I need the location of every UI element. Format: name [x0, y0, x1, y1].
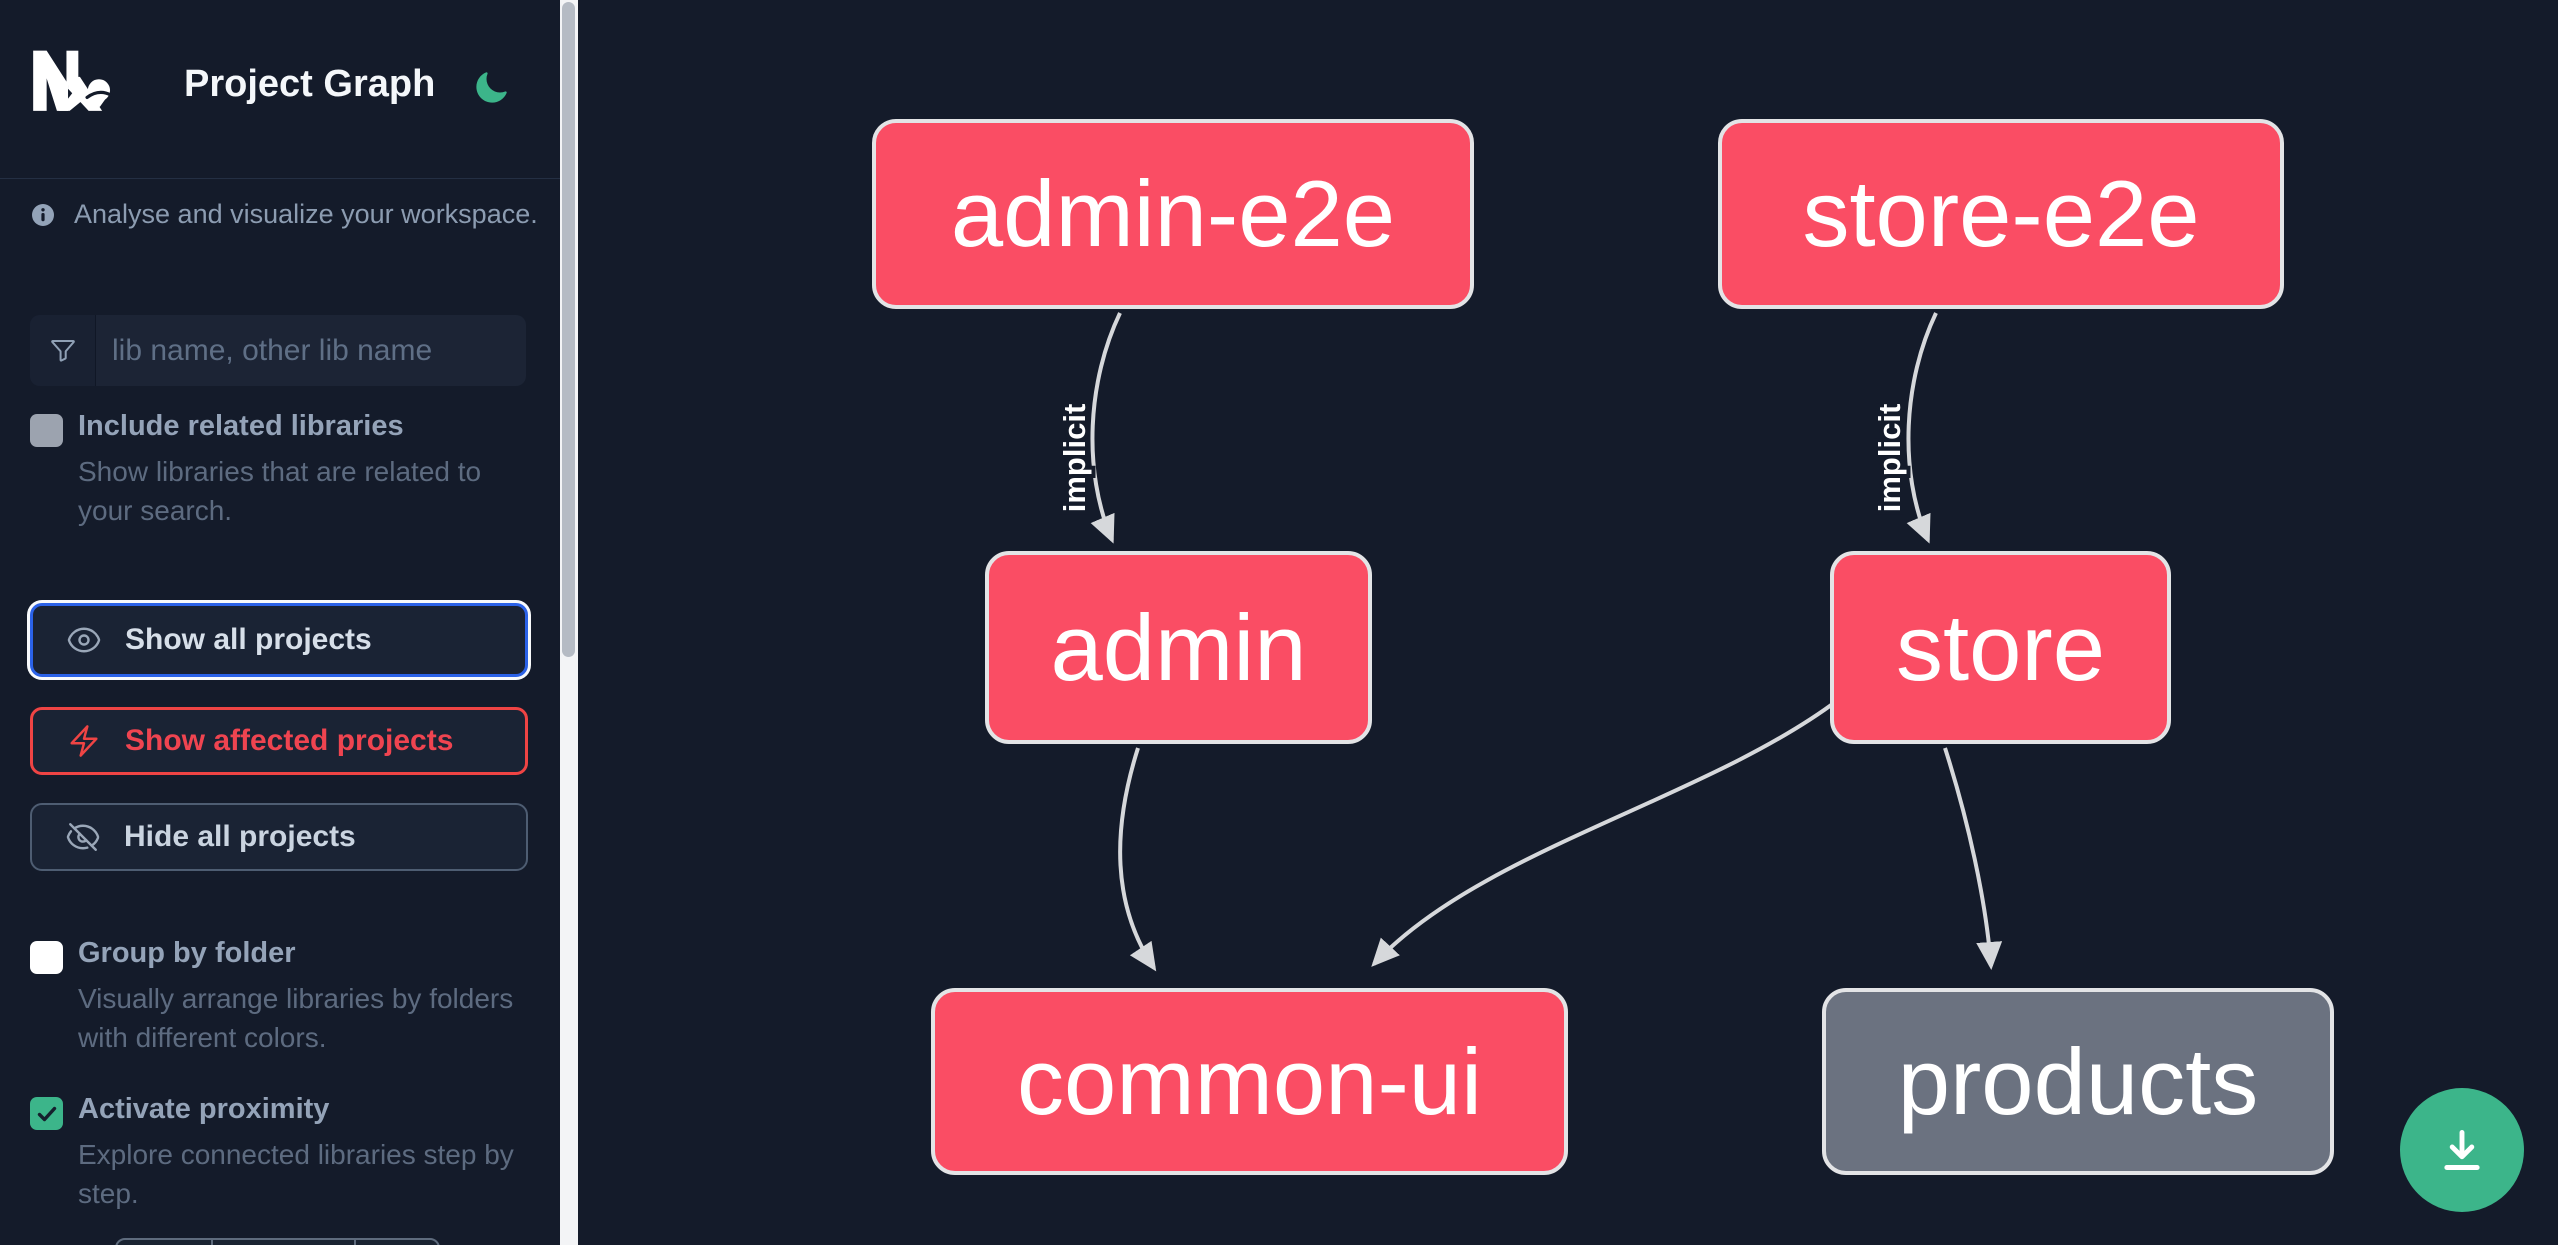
sidebar: Project Graph Analyse and visualize your…: [0, 0, 560, 1245]
download-icon: [2444, 1130, 2480, 1170]
graph-node-store-e2e[interactable]: store-e2e: [1718, 119, 2284, 309]
nx-logo-icon: [33, 50, 113, 111]
eye-slash-icon: [66, 823, 100, 851]
sidebar-header: Project Graph: [0, 0, 560, 179]
graph-edge: [1943, 747, 2003, 970]
theme-toggle-moon-icon[interactable]: [473, 70, 509, 106]
show-affected-projects-button[interactable]: Show affected projects: [30, 707, 528, 775]
scrollbar-thumb[interactable]: [562, 2, 575, 657]
search-box: [30, 315, 526, 386]
graph-edge: [1090, 312, 1122, 544]
stepper-segment[interactable]: [117, 1240, 213, 1245]
checkbox-description: Show libraries that are related to your …: [78, 456, 482, 526]
checkbox-label: Activate proximity: [78, 1093, 330, 1125]
filter-icon: [30, 315, 96, 386]
group-by-folder-checkbox[interactable]: [30, 941, 63, 974]
app-title: Project Graph: [184, 63, 436, 105]
info-icon: [32, 203, 54, 226]
show-all-projects-button[interactable]: Show all projects: [30, 603, 528, 677]
graph-node-admin[interactable]: admin: [985, 551, 1372, 744]
graph-node-admin-e2e[interactable]: admin-e2e: [872, 119, 1474, 309]
edge-label: implicit: [1872, 404, 1907, 513]
hide-all-projects-button[interactable]: Hide all projects: [30, 803, 528, 871]
bolt-icon: [70, 725, 98, 757]
checkbox-description: Visually arrange libraries by folders wi…: [78, 983, 514, 1053]
search-input[interactable]: [96, 315, 526, 386]
edge-label: implicit: [1057, 404, 1092, 513]
tagline-row: Analyse and visualize your workspace.: [31, 199, 538, 230]
button-label: Hide all projects: [124, 820, 356, 853]
checkbox-label: Group by folder: [78, 937, 296, 969]
eye-icon: [67, 627, 101, 653]
sidebar-scrollbar[interactable]: [560, 0, 578, 1245]
proximity-stepper-control[interactable]: [115, 1238, 440, 1245]
graph-edge: [1371, 698, 1840, 967]
stepper-segment[interactable]: [213, 1240, 356, 1245]
checkbox-label: Include related libraries: [78, 410, 404, 442]
activate-proximity-checkbox[interactable]: [30, 1097, 63, 1130]
graph-edge: [1906, 312, 1938, 544]
include-related-row: Include related libraries Show libraries…: [28, 410, 528, 530]
button-label: Show affected projects: [125, 724, 454, 757]
activate-proximity-row: Activate proximity Explore connected lib…: [28, 1093, 528, 1213]
group-by-folder-row: Group by folder Visually arrange librari…: [28, 937, 528, 1057]
include-related-checkbox[interactable]: [30, 414, 63, 447]
save-image-button[interactable]: [2400, 1088, 2524, 1212]
button-label: Show all projects: [125, 623, 372, 656]
graph-node-store[interactable]: store: [1830, 551, 2171, 744]
tagline-text: Analyse and visualize your workspace.: [74, 199, 538, 229]
graph-node-products[interactable]: products: [1822, 988, 2334, 1175]
check-icon: [37, 1106, 56, 1121]
graph-node-common-ui[interactable]: common-ui: [931, 988, 1568, 1175]
graph-edge: [1118, 747, 1157, 972]
checkbox-description: Explore connected libraries step by step…: [78, 1139, 514, 1209]
